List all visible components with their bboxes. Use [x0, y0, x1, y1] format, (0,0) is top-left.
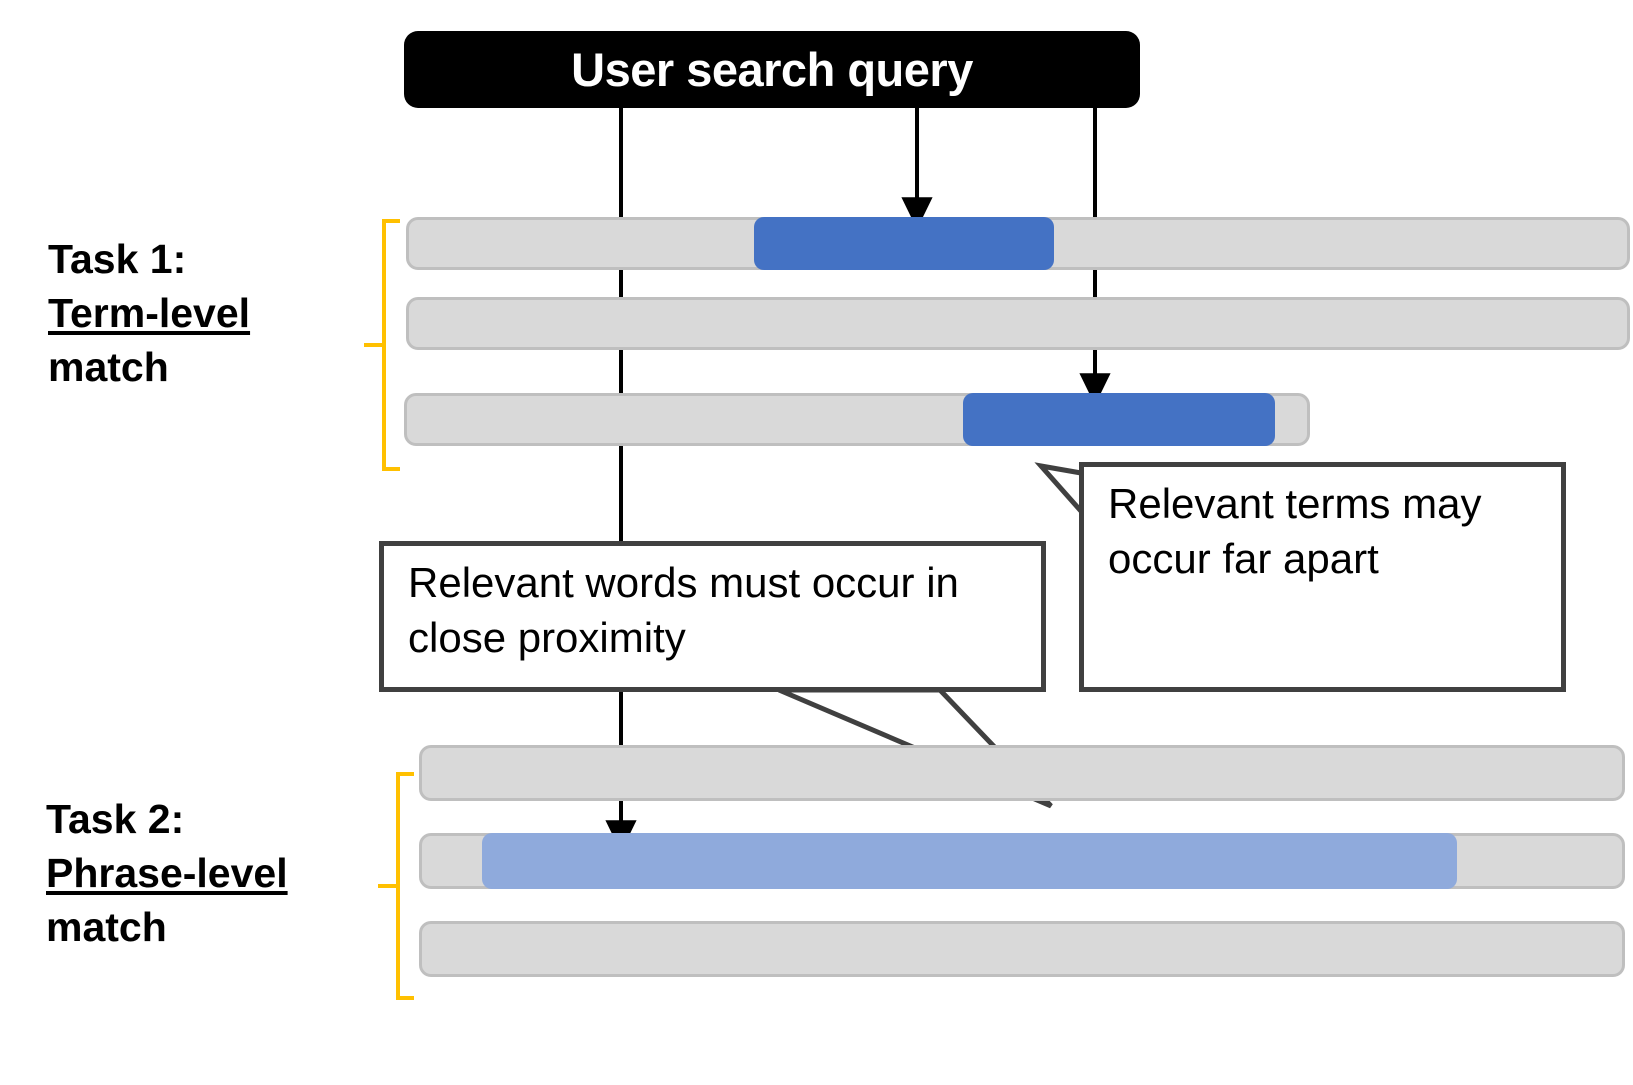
task-2-brace-tick [378, 884, 398, 888]
task1-document-3-term-match [963, 393, 1275, 446]
task-1-brace-tick [364, 343, 384, 347]
task-2-name: Phrase-level [46, 850, 288, 897]
task-2-kind: match [46, 904, 167, 951]
user-search-query-box[interactable]: User search query [404, 31, 1140, 108]
task1-document-1-term-match [754, 217, 1054, 270]
task-2-number: Task 2: [46, 796, 185, 842]
task-1-brace [382, 219, 400, 471]
task2-document-3[interactable] [419, 921, 1625, 977]
task1-document-2[interactable] [406, 297, 1630, 350]
task-1-number: Task 1: [48, 236, 187, 282]
task-2-brace [396, 772, 414, 1000]
callout-relevant-words-close-proximity: Relevant words must occur in close proxi… [379, 541, 1046, 692]
task1-document-3[interactable] [404, 393, 1310, 446]
task2-document-2-phrase-match [482, 833, 1457, 889]
callout-relevant-terms-far-apart: Relevant terms may occur far apart [1079, 462, 1566, 692]
task2-document-2[interactable] [419, 833, 1625, 889]
task-1-label: Task 1: Term-level match [48, 232, 250, 394]
task-2-label: Task 2: Phrase-level match [46, 792, 288, 954]
task-1-kind: match [48, 344, 169, 391]
task1-document-1[interactable] [406, 217, 1630, 270]
task2-document-1[interactable] [419, 745, 1625, 801]
user-search-query-label: User search query [571, 43, 973, 96]
task-1-name: Term-level [48, 290, 251, 337]
